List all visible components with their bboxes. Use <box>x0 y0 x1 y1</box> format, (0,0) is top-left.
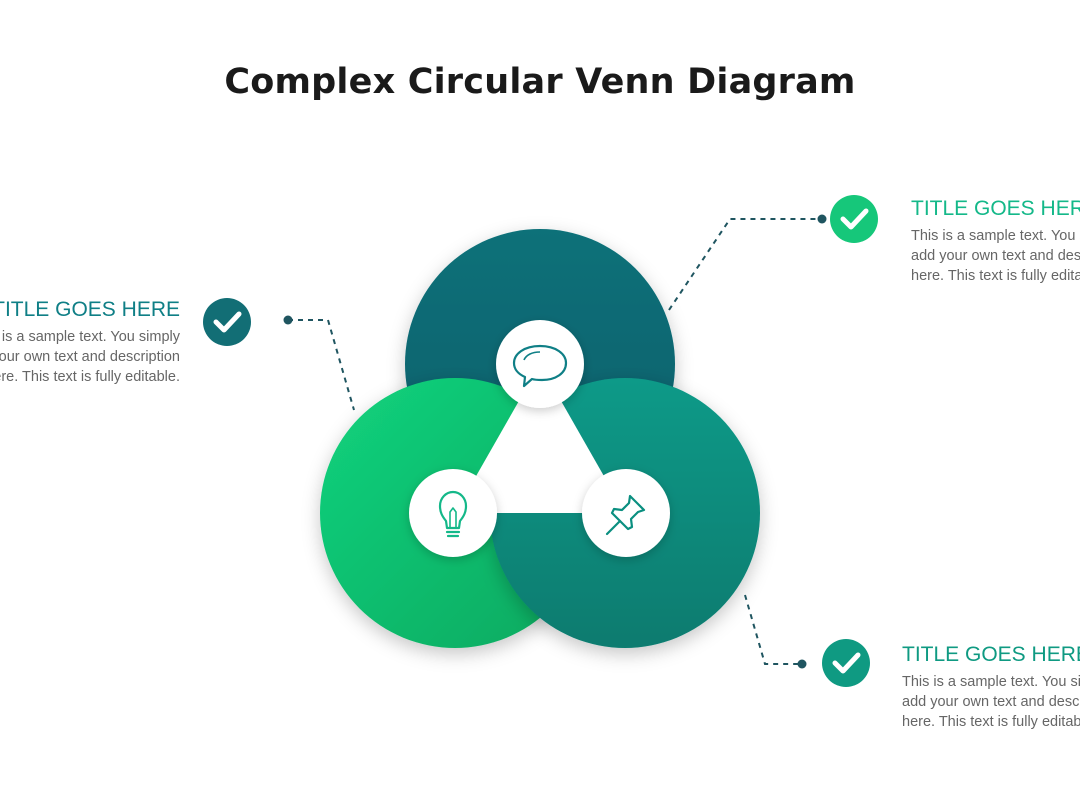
callout-left-title: TITLE GOES HERE <box>0 298 180 321</box>
lightbulb-icon <box>438 490 468 538</box>
callout-left-body: This is a sample text. You simply add yo… <box>0 327 180 387</box>
connector-top-right <box>668 218 822 311</box>
callout-top-right-line: add your own text and description <box>911 248 1080 264</box>
callout-left-line: add your own text and description <box>0 349 180 365</box>
callout-bottom-right: TITLE GOES HERE This is a sample text. Y… <box>902 642 1080 732</box>
connector-left-dot <box>283 315 293 325</box>
callout-bottom-right-line: add your own text and description <box>902 694 1080 710</box>
checkmark-icon <box>822 639 870 687</box>
callout-left: TITLE GOES HERE This is a sample text. Y… <box>0 297 180 387</box>
callout-top-right-line: here. This text is fully editable. <box>911 268 1080 284</box>
connectors <box>288 218 822 665</box>
checkmark-icon <box>203 298 251 346</box>
venn-circles <box>320 229 760 648</box>
pushpin-icon <box>605 494 646 536</box>
callout-bottom-right-title: TITLE GOES HERE <box>902 643 1080 666</box>
speech-bubble-icon <box>512 344 568 388</box>
callout-bottom-right-body: This is a sample text. You simply add yo… <box>902 672 1080 732</box>
callout-top-right-body: This is a sample text. You simply add yo… <box>911 226 1080 286</box>
connector-bottom-right <box>744 594 802 665</box>
icon-node-right <box>582 469 670 557</box>
connector-left <box>288 319 355 411</box>
checkmark-icon <box>830 195 878 243</box>
callout-bottom-right-line: This is a sample text. You simply <box>902 674 1080 690</box>
connector-top-right-dot <box>817 214 827 224</box>
callout-bottom-right-line: here. This text is fully editable. <box>902 714 1080 730</box>
slide-title: Complex Circular Venn Diagram <box>224 62 856 102</box>
connector-bottom-right-dot <box>797 659 807 669</box>
icon-node-left <box>409 469 497 557</box>
callout-left-line: here. This text is fully editable. <box>0 369 180 385</box>
callout-top-right-title: TITLE GOES HERE <box>911 197 1080 220</box>
icon-node-top <box>496 320 584 408</box>
venn-center-triangle <box>455 364 625 513</box>
callout-top-right: TITLE GOES HERE This is a sample text. Y… <box>911 196 1080 286</box>
callout-top-right-line: This is a sample text. You simply <box>911 228 1080 244</box>
callout-left-line: This is a sample text. You simply <box>0 329 180 345</box>
